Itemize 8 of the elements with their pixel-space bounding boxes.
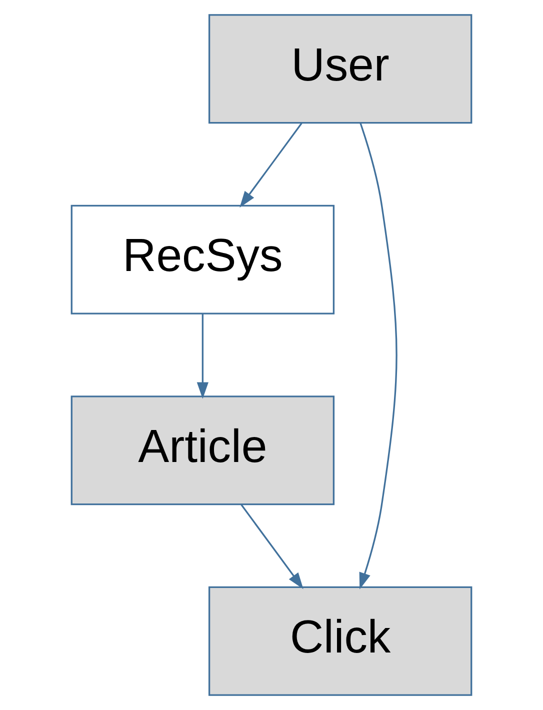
node-box: User	[208, 14, 472, 124]
arrow	[240, 122, 302, 208]
node-box: Article	[70, 396, 335, 506]
node-box: RecSys	[70, 204, 335, 314]
arrow	[240, 504, 304, 590]
arrow	[359, 122, 398, 590]
node-box: Click	[208, 586, 472, 696]
arrow	[196, 314, 208, 399]
